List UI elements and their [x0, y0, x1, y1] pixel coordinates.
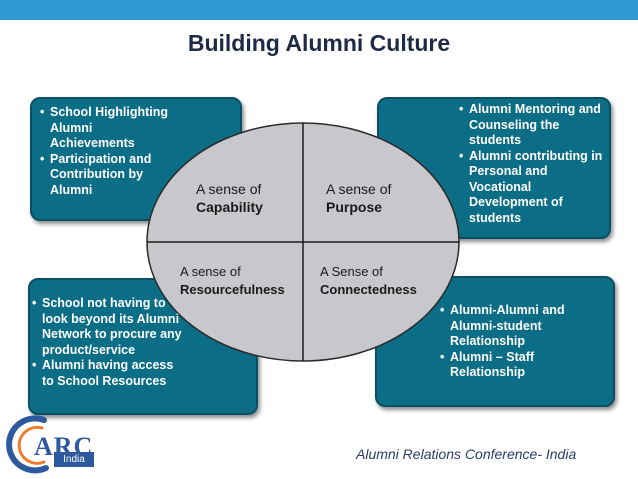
- slide-title: Building Alumni Culture: [187, 30, 451, 56]
- quadrant-prefix: A sense of: [326, 181, 392, 197]
- arc-logo-icon: [6, 415, 49, 474]
- quadrant-prefix: A Sense of: [320, 264, 383, 279]
- footer-text: Alumni Relations Conference- India: [356, 446, 577, 462]
- bullet-item: Participation and Contribution by Alumni: [40, 152, 170, 199]
- quadrant-label: Connectedness: [320, 282, 417, 297]
- bullet-item: Alumni Mentoring and Counseling the stud…: [459, 102, 603, 149]
- bullet-item: Alumni-Alumni and Alumni-student Relatio…: [440, 303, 607, 350]
- quadrant-purpose: A sense of Purpose: [326, 180, 391, 216]
- quadrant-capability: A sense of Capability: [196, 180, 263, 216]
- quadrant-connectedness: A Sense of Connectedness: [320, 263, 417, 299]
- logo-subtext: India: [54, 452, 94, 467]
- top-accent-bar: [0, 0, 638, 20]
- quadrant-prefix: A sense of: [180, 264, 241, 279]
- quadrant-label: Capability: [196, 199, 263, 215]
- quadrant-resourcefulness: A sense of Resourcefulness: [180, 263, 285, 299]
- quadrant-label: Resourcefulness: [180, 282, 285, 297]
- bullet-item: School Highlighting Alumni Achievements: [40, 105, 170, 152]
- bullet-item: Alumni – Staff Relationship: [440, 350, 607, 381]
- box-top-left: School Highlighting Alumni Achievements …: [30, 97, 242, 221]
- quadrant-prefix: A sense of: [196, 181, 262, 197]
- bullet-item: School not having to look beyond its Alu…: [32, 296, 186, 358]
- quadrant-label: Purpose: [326, 199, 383, 215]
- bullet-item: Alumni contributing in Personal and Voca…: [459, 149, 603, 227]
- bullet-item: Alumni having access to School Resources: [32, 358, 186, 389]
